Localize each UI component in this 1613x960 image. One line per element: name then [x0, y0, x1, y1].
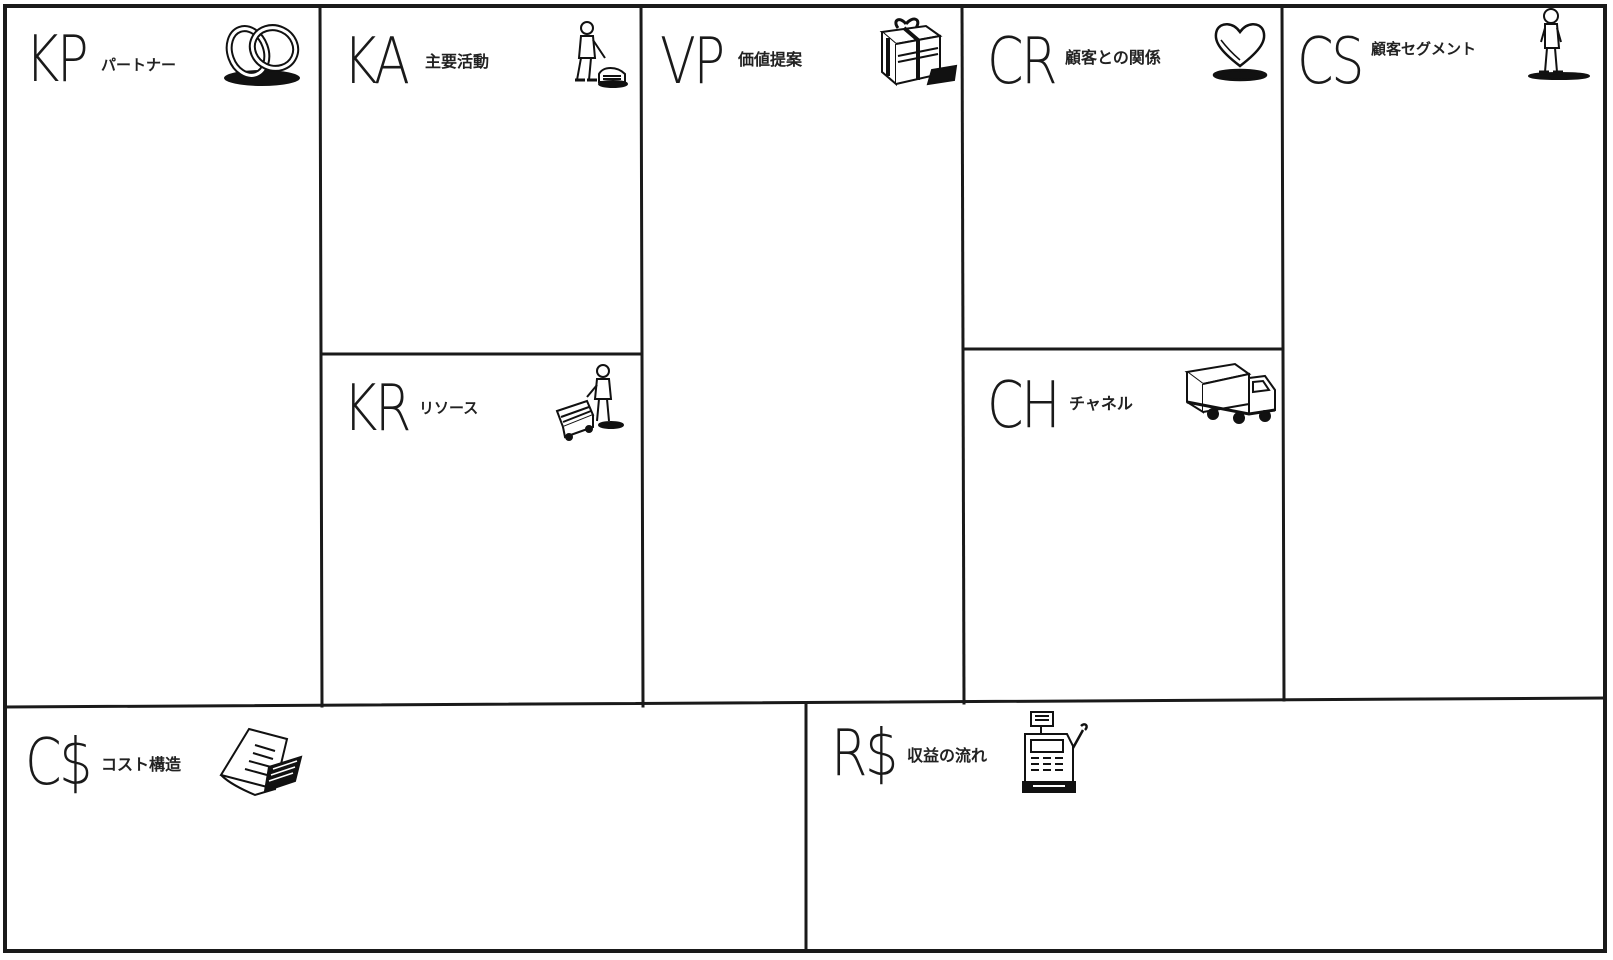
vp-abbreviation: VP: [660, 25, 725, 99]
cash-register-icon: [1019, 708, 1091, 800]
person-icon: [1523, 6, 1593, 80]
heart-icon: [1209, 18, 1271, 82]
key-resources-block: KR リソース: [321, 355, 641, 706]
customer-relationships-block: CR 顧客との関係: [963, 6, 1283, 349]
cr-abbreviation: CR: [987, 25, 1058, 99]
divider-vp-cr: [960, 4, 966, 705]
cost-label: コスト構造: [101, 755, 182, 774]
cost-structure-block: C$ コスト構造: [5, 707, 806, 951]
kr-abbreviation: KR: [343, 372, 411, 446]
kp-label: パートナー: [101, 56, 177, 74]
revenue-abbreviation: R$: [831, 717, 898, 791]
worker-with-cart-icon: [553, 363, 633, 447]
ka-label: 主要活動: [425, 52, 490, 71]
kr-label: リソース: [419, 399, 479, 417]
vp-label: 価値提案: [738, 50, 803, 69]
divider-kp-ka: [318, 4, 324, 708]
cs-label: 顧客セグメント: [1371, 40, 1477, 58]
divider-cr-cs: [1280, 4, 1286, 702]
key-partners-block: KP パートナー: [5, 6, 320, 706]
ch-label: チャネル: [1069, 394, 1133, 413]
worker-icon: [559, 18, 631, 90]
cost-abbreviation: C$: [25, 726, 93, 800]
kp-abbreviation: KP: [25, 23, 89, 97]
rings-icon: [220, 20, 310, 92]
divider-ka-vp: [639, 4, 645, 708]
document-icon: [215, 725, 311, 801]
cs-abbreviation: CS: [1297, 25, 1365, 99]
truck-icon: [1183, 362, 1279, 430]
ka-abbreviation: KA: [343, 25, 410, 99]
revenue-streams-block: R$ 収益の流れ: [807, 700, 1605, 951]
gift-icon: [876, 14, 960, 90]
value-propositions-block: VP 価値提案: [642, 6, 962, 706]
customer-segments-block: CS 顧客セグメント: [1283, 6, 1605, 698]
ch-abbreviation: CH: [987, 369, 1061, 443]
key-activities-block: KA 主要活動: [321, 6, 641, 354]
revenue-label: 収益の流れ: [907, 746, 988, 765]
channels-block: CH チャネル: [963, 350, 1283, 703]
cr-label: 顧客との関係: [1065, 48, 1161, 67]
